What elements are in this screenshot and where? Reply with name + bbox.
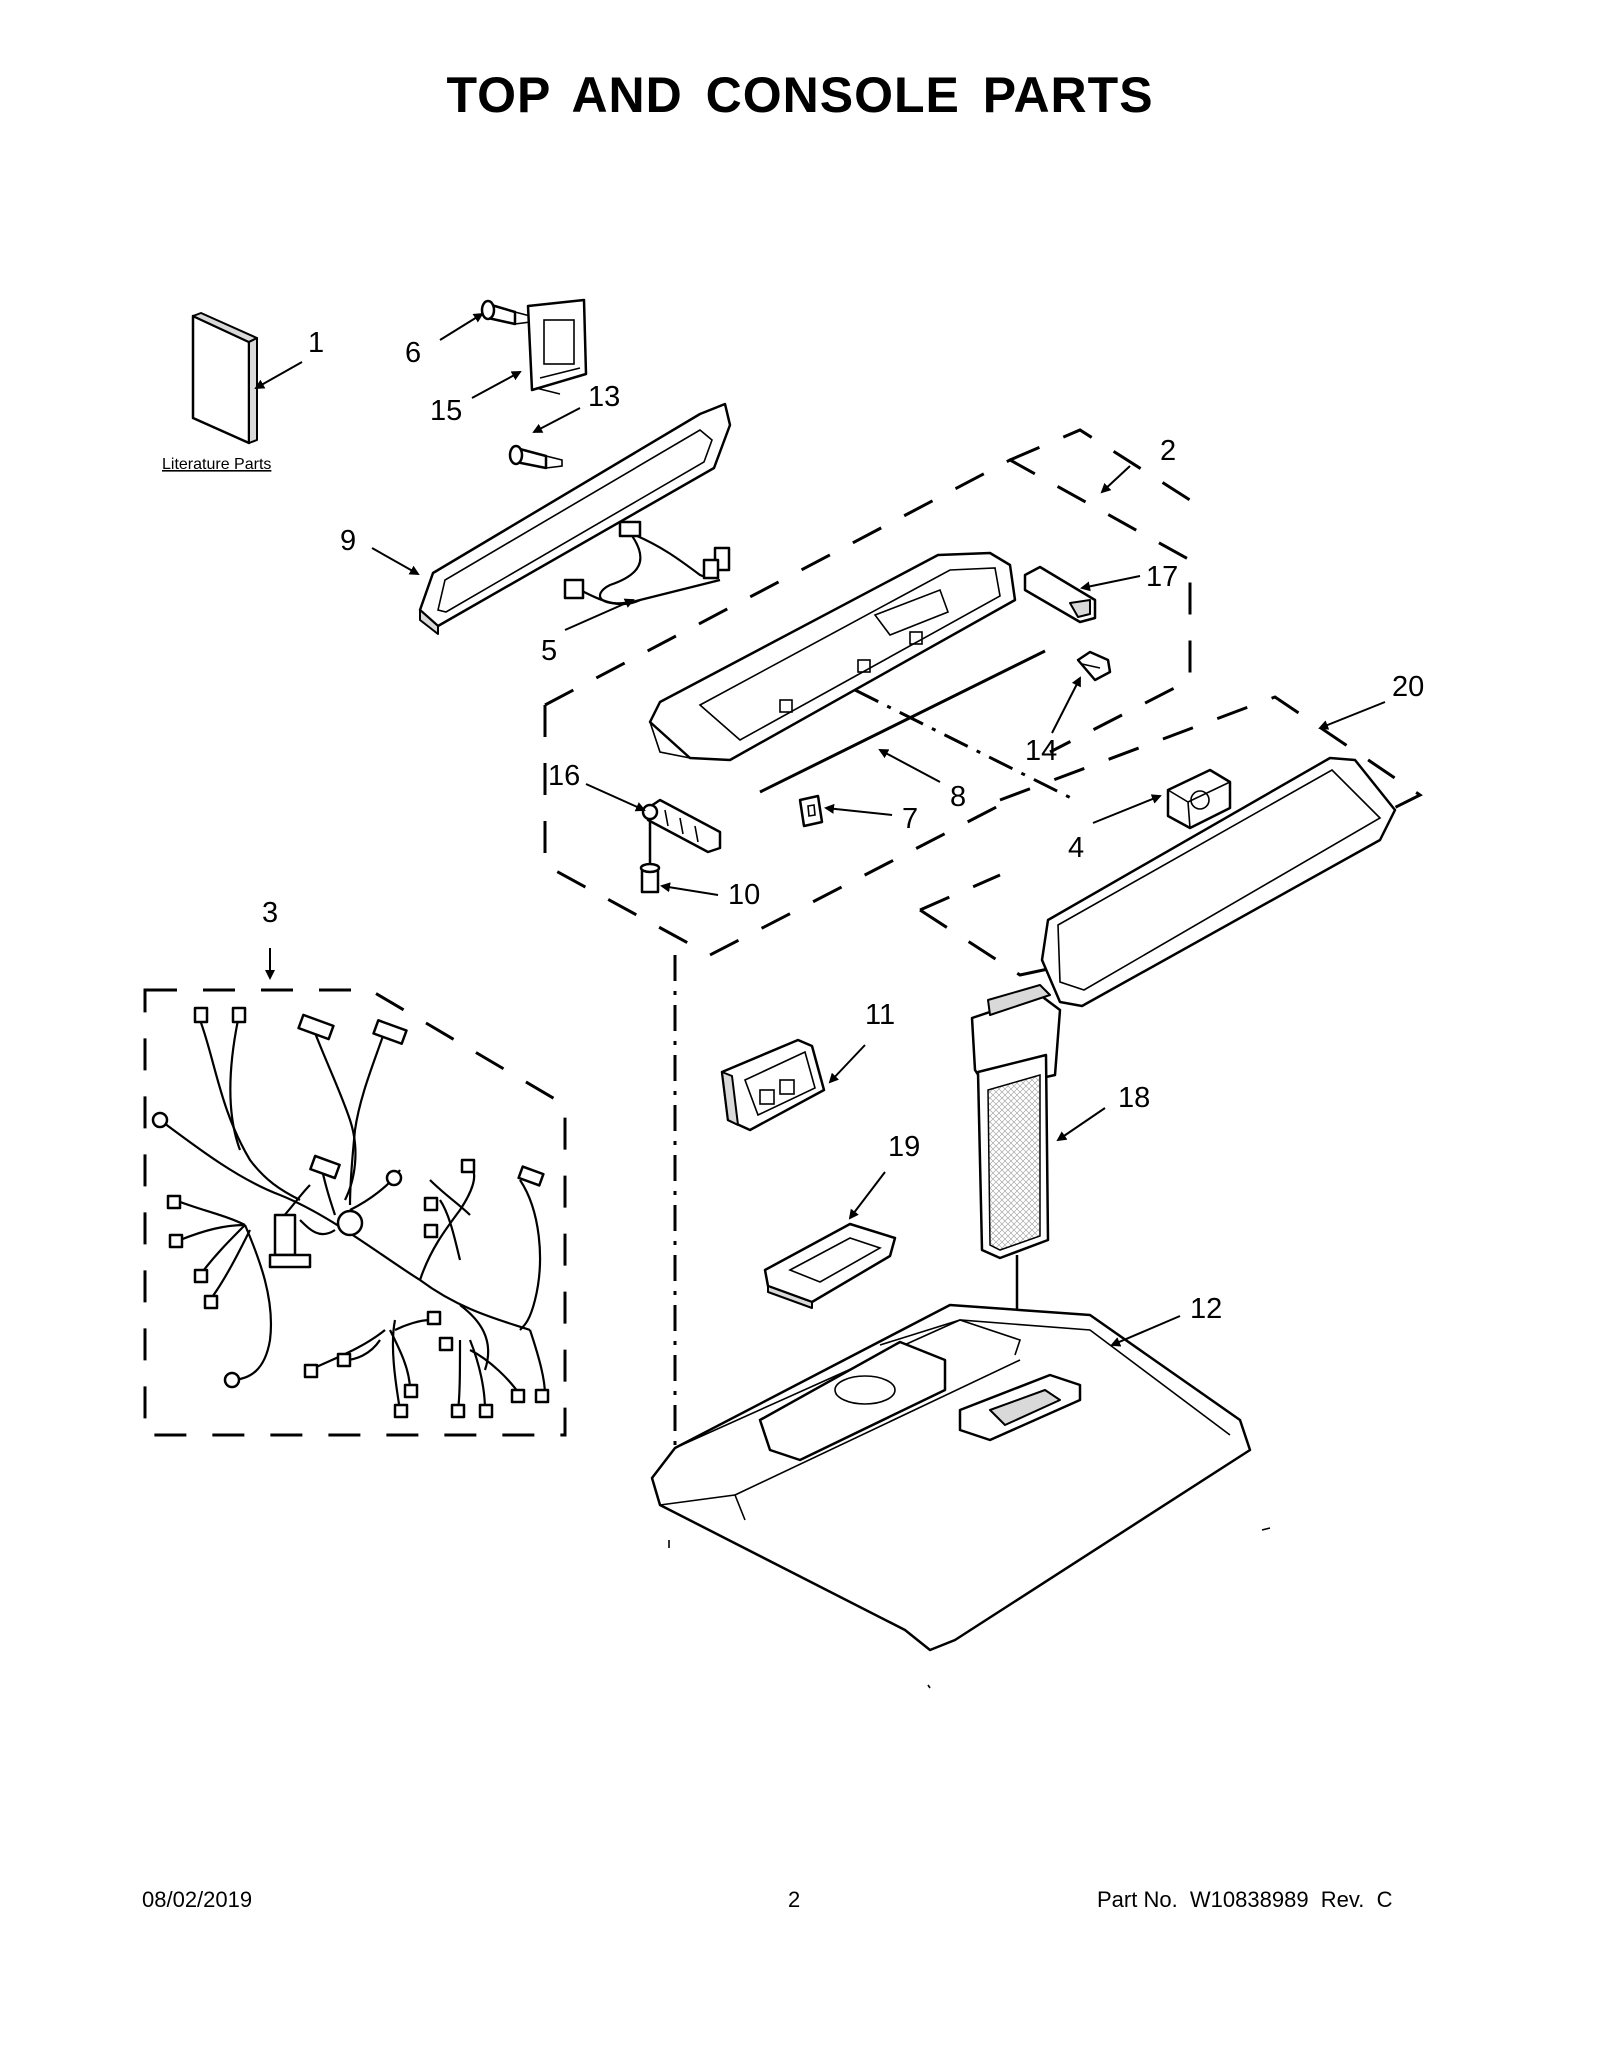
leader-20: [1318, 701, 1386, 730]
bracket-15[interactable]: [526, 298, 588, 395]
leader-17: [1080, 575, 1141, 592]
callout-1: 1: [308, 327, 324, 359]
leader-18: [1056, 1107, 1106, 1142]
footer-page-number: 2: [788, 1887, 801, 1912]
console-cap-9[interactable]: [418, 402, 732, 635]
leader-16: [585, 783, 646, 812]
bracket-16[interactable]: [641, 798, 722, 854]
screw-13[interactable]: [508, 444, 563, 470]
footer-part-number: Part No. W10838989 Rev. C: [1097, 1887, 1393, 1912]
lint-screen-18[interactable]: [970, 984, 1062, 1385]
leader-10: [660, 882, 719, 896]
callout-12: 12: [1190, 1293, 1222, 1325]
clip-14[interactable]: [1076, 650, 1112, 682]
callout-3: 3: [262, 897, 278, 929]
leader-15: [471, 371, 522, 399]
leader-14: [1051, 676, 1081, 734]
callout-15: 15: [430, 395, 462, 427]
literature-parts-group[interactable]: Literature Parts: [162, 312, 271, 473]
callout-10: 10: [728, 879, 760, 911]
panel-20[interactable]: [1040, 756, 1397, 1008]
callout-4: 4: [1068, 832, 1084, 864]
callout-18: 18: [1118, 1082, 1150, 1114]
callout-11: 11: [865, 999, 895, 1031]
bracket-17[interactable]: [1023, 565, 1097, 624]
assembly-outline-3: [143, 988, 567, 1437]
callout-5: 5: [541, 635, 557, 667]
leader-9: [371, 547, 420, 575]
top-panel-12[interactable]: [650, 1303, 1252, 1652]
switch-4[interactable]: [1166, 768, 1232, 830]
footer-date: 08/02/2019: [142, 1887, 253, 1912]
callout-2: 2: [1160, 435, 1176, 467]
callout-14: 14: [1025, 735, 1057, 767]
leader-19: [848, 1171, 886, 1220]
duct-cover-19[interactable]: [763, 1222, 897, 1309]
callout-20: 20: [1392, 671, 1424, 703]
leader-5: [564, 598, 635, 631]
callout-6: 6: [405, 337, 421, 369]
callout-16: 16: [548, 760, 580, 792]
clip-7[interactable]: [798, 794, 824, 828]
leader-13: [532, 407, 581, 433]
leader-12: [1110, 1315, 1181, 1347]
console-2[interactable]: [648, 551, 1017, 762]
leader-6: [439, 312, 484, 341]
leader-4: [1092, 794, 1162, 824]
literature-parts-label: Literature Parts: [162, 456, 271, 473]
page-title: TOP AND CONSOLE PARTS: [446, 67, 1154, 123]
leader-1: [254, 361, 303, 389]
leader-7: [824, 803, 893, 816]
callout-9: 9: [340, 525, 356, 557]
callout-7: 7: [902, 803, 918, 835]
callout-13: 13: [588, 381, 620, 413]
screw-10[interactable]: [639, 820, 661, 894]
wire-harness-5[interactable]: [563, 520, 731, 606]
control-board-11[interactable]: [720, 1038, 826, 1132]
screw-6[interactable]: [480, 299, 531, 326]
callout-8: 8: [950, 781, 966, 813]
callout-19: 19: [888, 1131, 920, 1163]
rod-8[interactable]: [759, 649, 1046, 794]
main-wire-harness-3[interactable]: [151, 1006, 550, 1419]
callout-17: 17: [1146, 561, 1178, 593]
assembly-outline-2: [543, 458, 1192, 957]
leader-11: [828, 1044, 866, 1084]
leader-8: [878, 749, 941, 783]
leader-2: [1100, 465, 1131, 494]
